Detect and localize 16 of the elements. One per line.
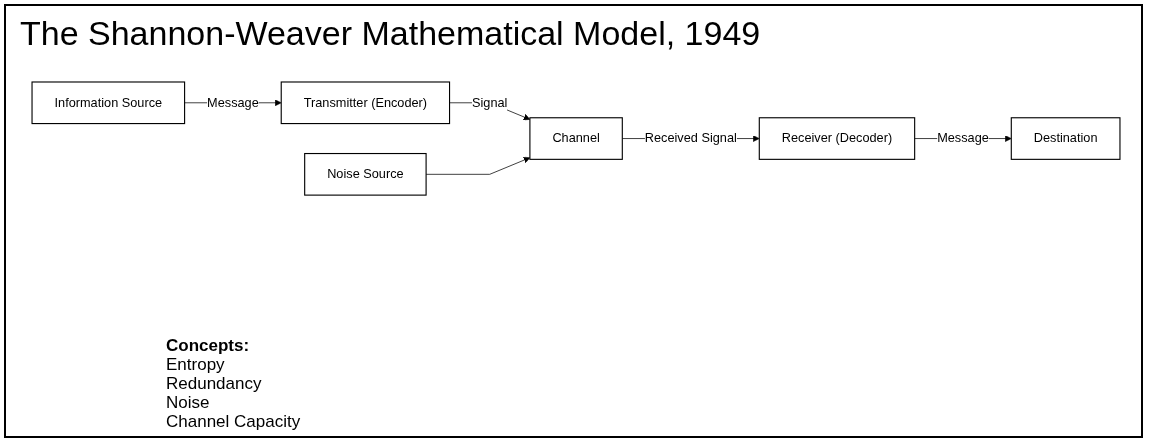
node-box: Channel [529,117,623,160]
node-box: Noise Source [304,153,427,196]
node-box: Information Source [31,81,186,125]
edge-label: Received Signal [644,131,737,146]
list-item: Entropy [166,355,226,374]
title: The Shannon-Weaver Mathematical Model, 1949 [20,14,761,53]
edge-label: Message [937,131,989,146]
node-box: Transmitter (Encoder) [280,81,451,125]
node-box: Destination [1010,117,1121,160]
list-item: Redundancy [166,374,263,393]
edge-label: Message [207,95,259,110]
list-item: Channel Capacity [166,412,301,431]
list-item: Noise [166,393,211,412]
edge-label: Signal [472,95,508,110]
list-heading: Concepts: [166,336,251,355]
node-box: Receiver (Decoder) [758,117,916,160]
